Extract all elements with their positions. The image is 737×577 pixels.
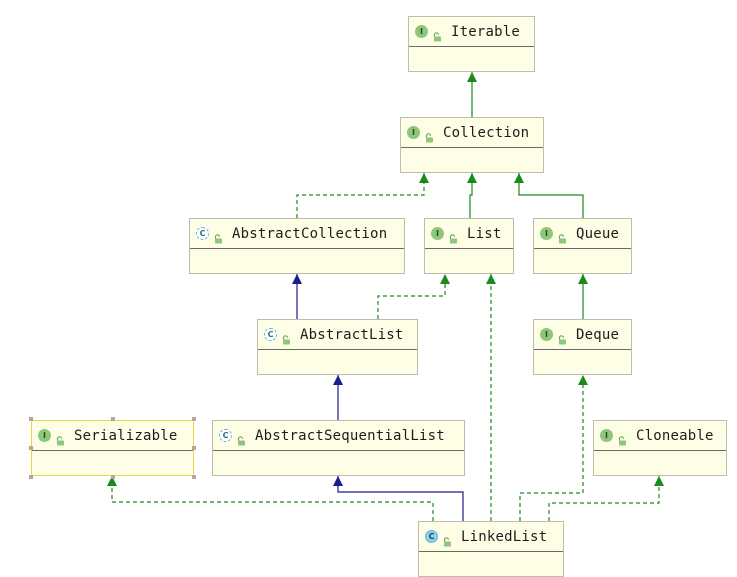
node-deque[interactable]: I Deque: [533, 319, 632, 375]
node-label: AbstractSequentialList: [255, 427, 445, 444]
open-lock-icon: [425, 128, 434, 142]
abstract-class-icon: C: [219, 429, 232, 442]
node-header: C AbstractCollection: [190, 219, 404, 249]
node-header: C LinkedList: [419, 522, 563, 552]
open-lock-icon: [237, 431, 246, 445]
node-label: AbstractList: [300, 326, 404, 343]
edge-linked-list-to-cloneable[interactable]: [548, 476, 664, 521]
arrowhead-icon: [107, 476, 117, 486]
node-linked-list[interactable]: C LinkedList: [418, 521, 564, 577]
arrowhead-icon: [292, 274, 302, 284]
node-abstract-sequential-list[interactable]: C AbstractSequentialList: [212, 420, 465, 476]
node-header: I Deque: [534, 320, 631, 350]
interface-icon: I: [415, 25, 428, 38]
abstract-class-icon: C: [264, 328, 277, 341]
interface-icon: I: [38, 429, 51, 442]
edge-queue-to-collection[interactable]: [514, 173, 584, 218]
interface-icon: I: [540, 328, 553, 341]
arrowhead-icon: [486, 274, 496, 284]
node-header: I Cloneable: [594, 421, 726, 451]
arrowhead-icon: [440, 274, 450, 284]
edge-linked-list-to-serializable[interactable]: [107, 476, 434, 521]
open-lock-icon: [214, 229, 223, 243]
arrowhead-icon: [467, 173, 477, 183]
interface-icon: I: [540, 227, 553, 240]
node-label: AbstractCollection: [232, 225, 388, 242]
node-cloneable[interactable]: I Cloneable: [593, 420, 727, 476]
arrowhead-icon: [333, 375, 343, 385]
arrowhead-icon: [333, 476, 343, 486]
resize-handle[interactable]: [192, 446, 196, 450]
resize-handle[interactable]: [29, 475, 33, 479]
node-header: I Collection: [401, 118, 543, 148]
node-label: Cloneable: [636, 427, 714, 444]
arrowhead-icon: [654, 476, 664, 486]
class-icon: C: [425, 530, 438, 543]
edge-linked-list-to-abstract-sequential-list[interactable]: [333, 476, 464, 521]
resize-handle[interactable]: [192, 417, 196, 421]
node-label: Serializable: [74, 427, 178, 444]
node-label: Collection: [443, 124, 530, 141]
resize-handle[interactable]: [192, 475, 196, 479]
edge-deque-to-queue[interactable]: [578, 274, 588, 319]
node-header: I Queue: [534, 219, 631, 249]
edge-list-to-collection[interactable]: [467, 173, 477, 218]
open-lock-icon: [449, 229, 458, 243]
node-header: C AbstractSequentialList: [213, 421, 464, 451]
open-lock-icon: [443, 532, 452, 546]
open-lock-icon: [282, 330, 291, 344]
edge-abstract-list-to-list[interactable]: [377, 274, 450, 319]
arrowhead-icon: [578, 375, 588, 385]
edge-linked-list-to-deque[interactable]: [519, 375, 588, 521]
node-abstract-collection[interactable]: C AbstractCollection: [189, 218, 405, 274]
node-label: List: [467, 225, 502, 242]
node-collection[interactable]: I Collection: [400, 117, 544, 173]
resize-handle[interactable]: [110, 475, 115, 479]
node-header: C AbstractList: [258, 320, 417, 350]
resize-handle[interactable]: [110, 417, 115, 421]
node-iterable[interactable]: I Iterable: [408, 16, 535, 72]
node-abstract-list[interactable]: C AbstractList: [257, 319, 418, 375]
node-serializable[interactable]: I Serializable: [31, 420, 194, 476]
edge-linked-list-to-list[interactable]: [486, 274, 496, 521]
interface-icon: I: [431, 227, 444, 240]
edge-abstract-collection-to-collection[interactable]: [296, 173, 429, 218]
node-header: I Serializable: [32, 421, 193, 451]
edge-collection-to-iterable[interactable]: [467, 72, 477, 117]
arrowhead-icon: [578, 274, 588, 284]
interface-icon: I: [600, 429, 613, 442]
node-label: LinkedList: [461, 528, 548, 545]
resize-handle[interactable]: [29, 446, 33, 450]
open-lock-icon: [618, 431, 627, 445]
open-lock-icon: [558, 330, 567, 344]
node-label: Queue: [576, 225, 620, 242]
interface-icon: I: [407, 126, 420, 139]
node-label: Iterable: [451, 23, 521, 40]
abstract-class-icon: C: [196, 227, 209, 240]
arrowhead-icon: [514, 173, 524, 183]
edge-abstract-list-to-abstract-collection[interactable]: [292, 274, 302, 319]
open-lock-icon: [433, 27, 442, 41]
resize-handle[interactable]: [29, 417, 33, 421]
node-queue[interactable]: I Queue: [533, 218, 632, 274]
open-lock-icon: [56, 431, 65, 445]
open-lock-icon: [558, 229, 567, 243]
edge-abstract-sequential-list-to-abstract-list[interactable]: [333, 375, 343, 420]
arrowhead-icon: [419, 173, 429, 183]
node-list[interactable]: I List: [424, 218, 514, 274]
node-header: I Iterable: [409, 17, 534, 47]
node-label: Deque: [576, 326, 620, 343]
node-header: I List: [425, 219, 513, 249]
uml-diagram-canvas: [107, 72, 664, 521]
arrowhead-icon: [467, 72, 477, 82]
